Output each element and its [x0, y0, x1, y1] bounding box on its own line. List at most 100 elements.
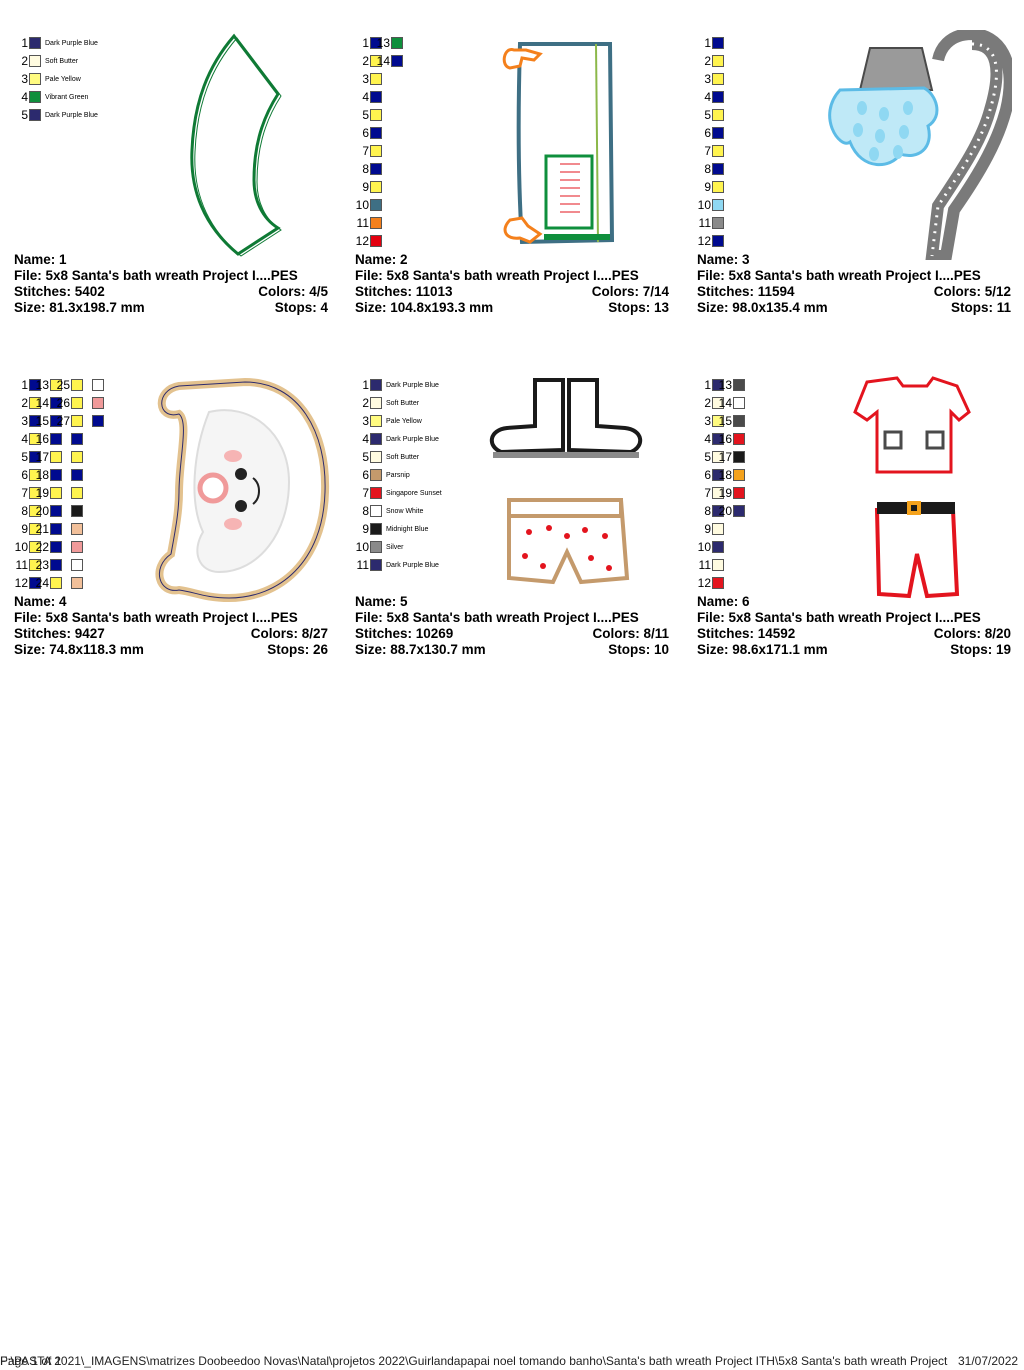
color-swatch-item: 20 [718, 502, 745, 520]
color-swatch [370, 217, 382, 229]
swatch-color-name: Parsnip [386, 471, 410, 479]
swatch-number: 9 [704, 180, 711, 194]
color-swatch [29, 91, 41, 103]
swatch-number: 2 [362, 54, 369, 68]
swatch-color-name: Pale Yellow [45, 75, 81, 83]
color-swatch [712, 379, 724, 391]
swatch-number: 3 [704, 72, 711, 86]
color-swatch [733, 415, 745, 427]
color-swatch-item: 27 [56, 412, 83, 430]
color-swatch [50, 379, 62, 391]
swatch-number: 17 [718, 450, 732, 464]
color-swatch-item: 11 [355, 214, 382, 232]
swatch-number: 14 [35, 396, 49, 410]
color-swatch-item: 2 [14, 394, 41, 412]
color-swatch [29, 397, 41, 409]
design-size: Size: 104.8x193.3 mm [355, 300, 494, 315]
design-file: File: 5x8 Santa's bath wreath Project I.… [697, 268, 981, 283]
color-swatch [370, 91, 382, 103]
swatch-number: 6 [704, 468, 711, 482]
color-swatch-item: 8 [14, 502, 41, 520]
color-swatch-item [77, 412, 104, 430]
swatch-number: 1 [362, 36, 369, 50]
color-swatch [50, 433, 62, 445]
color-swatch-item: 2 [697, 394, 724, 412]
design-stitches: Stitches: 5402 [14, 284, 105, 299]
color-swatch [71, 487, 83, 499]
swatch-number: 5 [704, 450, 711, 464]
swatch-number: 10 [355, 540, 369, 554]
color-swatch [712, 145, 724, 157]
swatch-number: 7 [704, 486, 711, 500]
color-swatch-item: 6 [697, 124, 724, 142]
color-swatch [712, 163, 724, 175]
design-colors: Colors: 5/12 [933, 284, 1011, 299]
swatch-number: 7 [21, 486, 28, 500]
swatch-number: 17 [35, 450, 49, 464]
color-swatch [71, 469, 83, 481]
color-swatch-item: 24 [35, 574, 62, 592]
color-swatch-item: 19 [718, 484, 745, 502]
color-swatch [29, 55, 41, 67]
footer-date: 31/07/2022 [958, 1354, 1019, 1368]
color-swatch-item: 12 [697, 232, 724, 250]
color-swatch [29, 577, 41, 589]
color-swatch [71, 541, 83, 553]
color-swatch [71, 379, 83, 391]
swatch-number: 13 [35, 378, 49, 392]
design-stitches: Stitches: 11594 [697, 284, 795, 299]
swatch-number: 8 [704, 504, 711, 518]
design-stitches: Stitches: 10269 [355, 626, 454, 641]
color-swatch [712, 127, 724, 139]
swatch-number: 6 [362, 126, 369, 140]
color-swatch-item: 19 [35, 484, 62, 502]
design-info: Name: 5 File: 5x8 Santa's bath wreath Pr… [355, 594, 669, 658]
swatch-number: 16 [35, 432, 49, 446]
footer-page-label: Page 1 of 1 [0, 1354, 62, 1368]
color-swatch-item: 5 [14, 448, 41, 466]
swatch-color-name: Soft Butter [45, 57, 79, 65]
color-swatch [92, 397, 104, 409]
color-swatch [370, 487, 382, 499]
color-swatch-item: 7 [14, 484, 41, 502]
color-swatch-item [56, 574, 83, 592]
design-stops: Stops: 26 [267, 642, 328, 657]
color-swatch [71, 559, 83, 571]
color-swatch [370, 541, 382, 553]
design-file: File: 5x8 Santa's bath wreath Project I.… [355, 268, 639, 283]
color-swatch-item: 9 [697, 178, 724, 196]
color-swatch [29, 469, 41, 481]
swatch-number: 11 [356, 216, 369, 230]
color-swatch [29, 379, 41, 391]
color-swatch-item: 23 [35, 556, 62, 574]
swatch-number: 11 [698, 558, 711, 572]
color-swatch-item: 26 [56, 394, 83, 412]
color-swatch-item: 4 [697, 430, 724, 448]
color-swatch [370, 37, 382, 49]
color-swatch [391, 37, 403, 49]
color-swatch [71, 523, 83, 535]
swatch-number: 1 [21, 36, 28, 50]
color-swatch [50, 523, 62, 535]
design-stitches: Stitches: 9427 [14, 626, 105, 641]
color-swatch [71, 577, 83, 589]
color-swatch-item: 3 [697, 412, 724, 430]
swatch-number: 2 [21, 396, 28, 410]
color-swatch [29, 541, 41, 553]
color-swatch-item [56, 448, 83, 466]
color-swatch [712, 397, 724, 409]
swatch-number: 12 [697, 576, 711, 590]
color-swatch-item: 9 [697, 520, 724, 538]
swatch-number: 2 [704, 54, 711, 68]
color-swatch-item [56, 466, 83, 484]
color-swatch [29, 559, 41, 571]
swatch-number: 10 [355, 198, 369, 212]
color-swatch-item [56, 520, 83, 538]
color-swatch [71, 433, 83, 445]
